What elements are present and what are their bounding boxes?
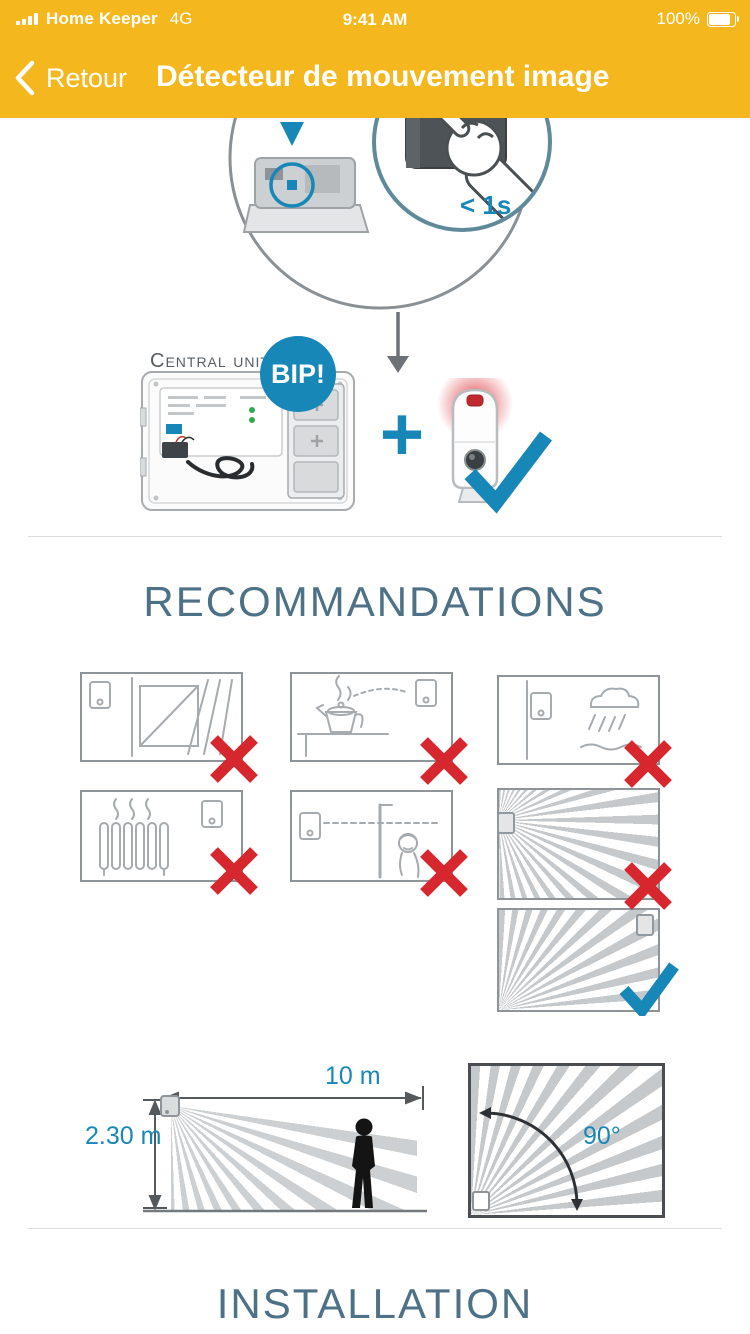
angle-arc — [472, 1107, 583, 1211]
clock: 9:41 AM — [342, 10, 408, 29]
press-duration-label: < 1s — [460, 190, 511, 220]
kettle-steam-sketch — [297, 675, 437, 757]
back-button[interactable]: Retour — [14, 60, 127, 96]
network-label: 4G — [169, 9, 193, 28]
signal-bars-icon — [16, 13, 38, 25]
mini-detector-icon — [497, 812, 515, 834]
pairing-button — [287, 180, 297, 190]
cross-mark-icon — [420, 737, 468, 785]
pairing-success-check-icon — [464, 431, 552, 514]
beep-label: BIP! — [271, 358, 325, 389]
dimension-lines — [143, 1086, 427, 1213]
recommendations-title: RECOMMANDATIONS — [143, 578, 607, 625]
divider — [28, 536, 722, 537]
cross-mark-icon — [420, 849, 468, 897]
cross-mark-icon — [624, 862, 672, 910]
header: Home Keeper 4G 9:41 AM 100% Retour Détec… — [0, 0, 750, 118]
range-label: 10 m — [325, 1062, 381, 1090]
detection-rays-fan — [499, 790, 658, 898]
window-curtain-sketch — [89, 677, 233, 757]
carrier-label: Home Keeper — [46, 9, 158, 28]
arrow-down-icon — [387, 312, 409, 373]
person-silhouette — [352, 1118, 375, 1208]
battery-percent-label: 100% — [656, 9, 700, 28]
coverage-top-view: 90° — [468, 1063, 665, 1218]
button-highlight-circle — [269, 162, 315, 208]
angle-label: 90° — [583, 1122, 621, 1150]
status-bar: Home Keeper 4G 9:41 AM 100% — [0, 0, 750, 44]
nav-bar: Retour Détecteur de mouvement image — [0, 44, 750, 118]
mini-detector-icon — [636, 914, 654, 936]
reco-radiator-cell — [80, 790, 243, 882]
cross-mark-icon — [624, 740, 672, 788]
hidden-person-sketch — [299, 803, 441, 879]
beep-badge: BIP! — [260, 336, 336, 412]
page-title: Détecteur de mouvement image — [156, 60, 610, 93]
height-label: 2.30 m — [85, 1122, 162, 1150]
reco-obstacle-cell — [290, 790, 453, 882]
central-unit-label: Central unit — [150, 350, 270, 372]
back-button-label: Retour — [46, 62, 128, 93]
coverage-side-view: 10 m 2.30 m — [85, 1060, 430, 1218]
reco-rays-wrong-cell — [497, 788, 660, 900]
detection-rays-top — [471, 1066, 662, 1215]
divider — [28, 1228, 722, 1229]
radiator-sketch — [99, 798, 223, 876]
check-mark-icon — [619, 962, 679, 1016]
installation-title: INSTALLATION — [216, 1280, 534, 1327]
chevron-left-icon — [15, 60, 35, 96]
plus-sign: + — [379, 392, 425, 477]
battery-icon — [707, 11, 739, 27]
button-pointer-arrow-icon — [280, 122, 304, 146]
cross-mark-icon — [210, 847, 258, 895]
cross-mark-icon — [210, 735, 258, 783]
